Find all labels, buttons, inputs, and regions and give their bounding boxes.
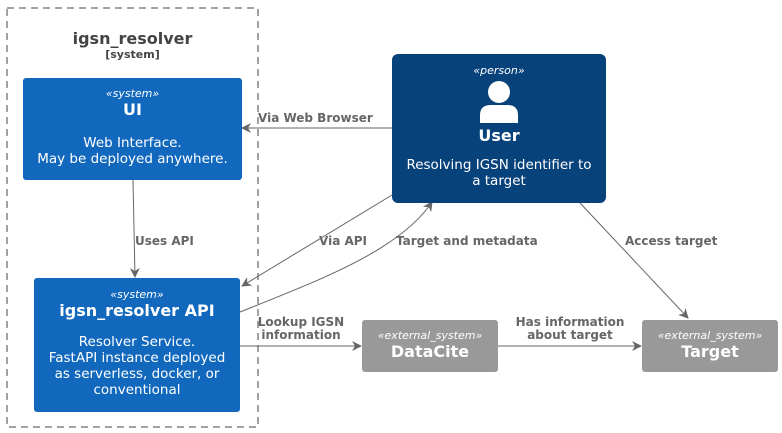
label-has-information-line-2: about target xyxy=(527,328,613,342)
boundary-name: igsn_resolver xyxy=(72,29,193,48)
datacite-external-box[interactable]: «external_system» DataCite xyxy=(362,320,498,372)
ui-name: UI xyxy=(123,100,142,119)
label-has-information: Has information about target xyxy=(510,316,630,342)
datacite-name: DataCite xyxy=(390,342,470,361)
label-via-web-browser: Via Web Browser xyxy=(258,111,373,125)
user-description-1: Resolving IGSN identifier to xyxy=(406,157,592,173)
boundary-type: [system] xyxy=(105,48,160,61)
label-lookup-igsn-line-2: information xyxy=(261,328,341,342)
label-target-and-metadata: Target and metadata xyxy=(396,234,538,248)
ui-description-1: Web Interface. xyxy=(83,135,182,151)
edge-ui-api xyxy=(129,179,140,278)
user-stereotype: «person» xyxy=(473,64,525,77)
api-system-box[interactable]: «system» igsn_resolver API Resolver Serv… xyxy=(34,278,240,412)
user-description-2: a target xyxy=(472,173,526,189)
target-name: Target xyxy=(681,342,739,361)
label-lookup-igsn: Lookup IGSN information xyxy=(256,316,346,342)
api-name: igsn_resolver API xyxy=(59,301,215,320)
label-uses-api: Uses API xyxy=(135,234,194,248)
label-via-api: Via API xyxy=(319,234,368,248)
edge-api-user xyxy=(239,201,433,313)
target-stereotype: «external_system» xyxy=(657,329,763,342)
user-person-box[interactable]: «person» User Resolving IGSN identifier … xyxy=(392,54,606,203)
person-icon xyxy=(480,81,518,123)
edge-user-target xyxy=(579,202,689,319)
api-stereotype: «system» xyxy=(110,288,164,301)
api-description-1: Resolver Service. xyxy=(78,334,196,350)
system-boundary xyxy=(6,7,259,428)
label-lookup-igsn-line-1: Lookup IGSN xyxy=(257,315,345,329)
api-description-2: FastAPI instance deployed xyxy=(48,350,226,366)
label-has-information-line-1: Has information xyxy=(515,315,625,329)
target-external-box[interactable]: «external_system» Target xyxy=(642,320,778,372)
api-description-3: as serverless, docker, or xyxy=(54,366,220,382)
ui-stereotype: «system» xyxy=(105,87,160,100)
datacite-stereotype: «external_system» xyxy=(377,329,483,342)
ui-system-box[interactable]: «system» UI Web Interface. May be deploy… xyxy=(23,78,242,180)
ui-description-2: May be deployed anywhere. xyxy=(37,151,228,167)
edge-user-api xyxy=(241,194,393,287)
label-access-target: Access target xyxy=(625,234,718,248)
api-description-4: conventional xyxy=(93,382,181,398)
user-name: User xyxy=(478,126,520,145)
boundary-title: igsn_resolver [system] xyxy=(7,30,258,62)
